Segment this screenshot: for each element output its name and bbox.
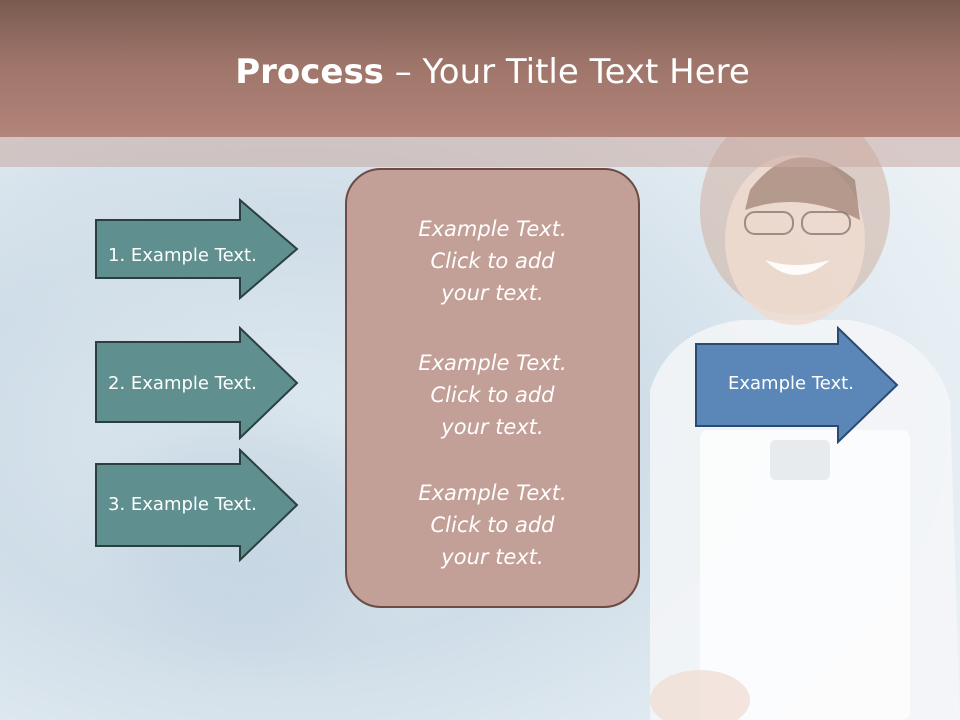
doctor-photo — [650, 130, 960, 720]
box-line: Click to add — [430, 249, 555, 273]
box-line: your text. — [441, 415, 544, 439]
arrow-shape-2[interactable] — [94, 326, 300, 440]
box-paragraph-1: Example Text. Click to add your text. — [345, 213, 640, 309]
arrow-label-2: 2. Example Text. — [108, 373, 257, 394]
box-line: Example Text. — [418, 217, 567, 241]
title-bar — [0, 0, 960, 137]
box-line: Click to add — [430, 513, 555, 537]
box-line: your text. — [441, 545, 544, 569]
right-arrow-shape[interactable] — [694, 326, 900, 444]
box-line: Click to add — [430, 383, 555, 407]
box-paragraph-3: Example Text. Click to add your text. — [345, 477, 640, 573]
title-bold: Process — [235, 52, 384, 92]
arrow-label-1: 1. Example Text. — [108, 245, 257, 266]
box-paragraph-2: Example Text. Click to add your text. — [345, 347, 640, 443]
box-line: Example Text. — [418, 351, 567, 375]
box-line: your text. — [441, 281, 544, 305]
title-rest: – Your Title Text Here — [383, 52, 750, 92]
arrow-label-3: 3. Example Text. — [108, 494, 257, 515]
slide-title: Process – Your Title Text Here — [0, 52, 960, 92]
box-line: Example Text. — [418, 481, 567, 505]
title-band — [0, 137, 960, 167]
arrow-shape-1[interactable] — [94, 198, 300, 300]
right-arrow-label: Example Text. — [728, 373, 854, 394]
arrow-shape-3[interactable] — [94, 448, 300, 562]
center-text-box[interactable] — [345, 168, 640, 608]
